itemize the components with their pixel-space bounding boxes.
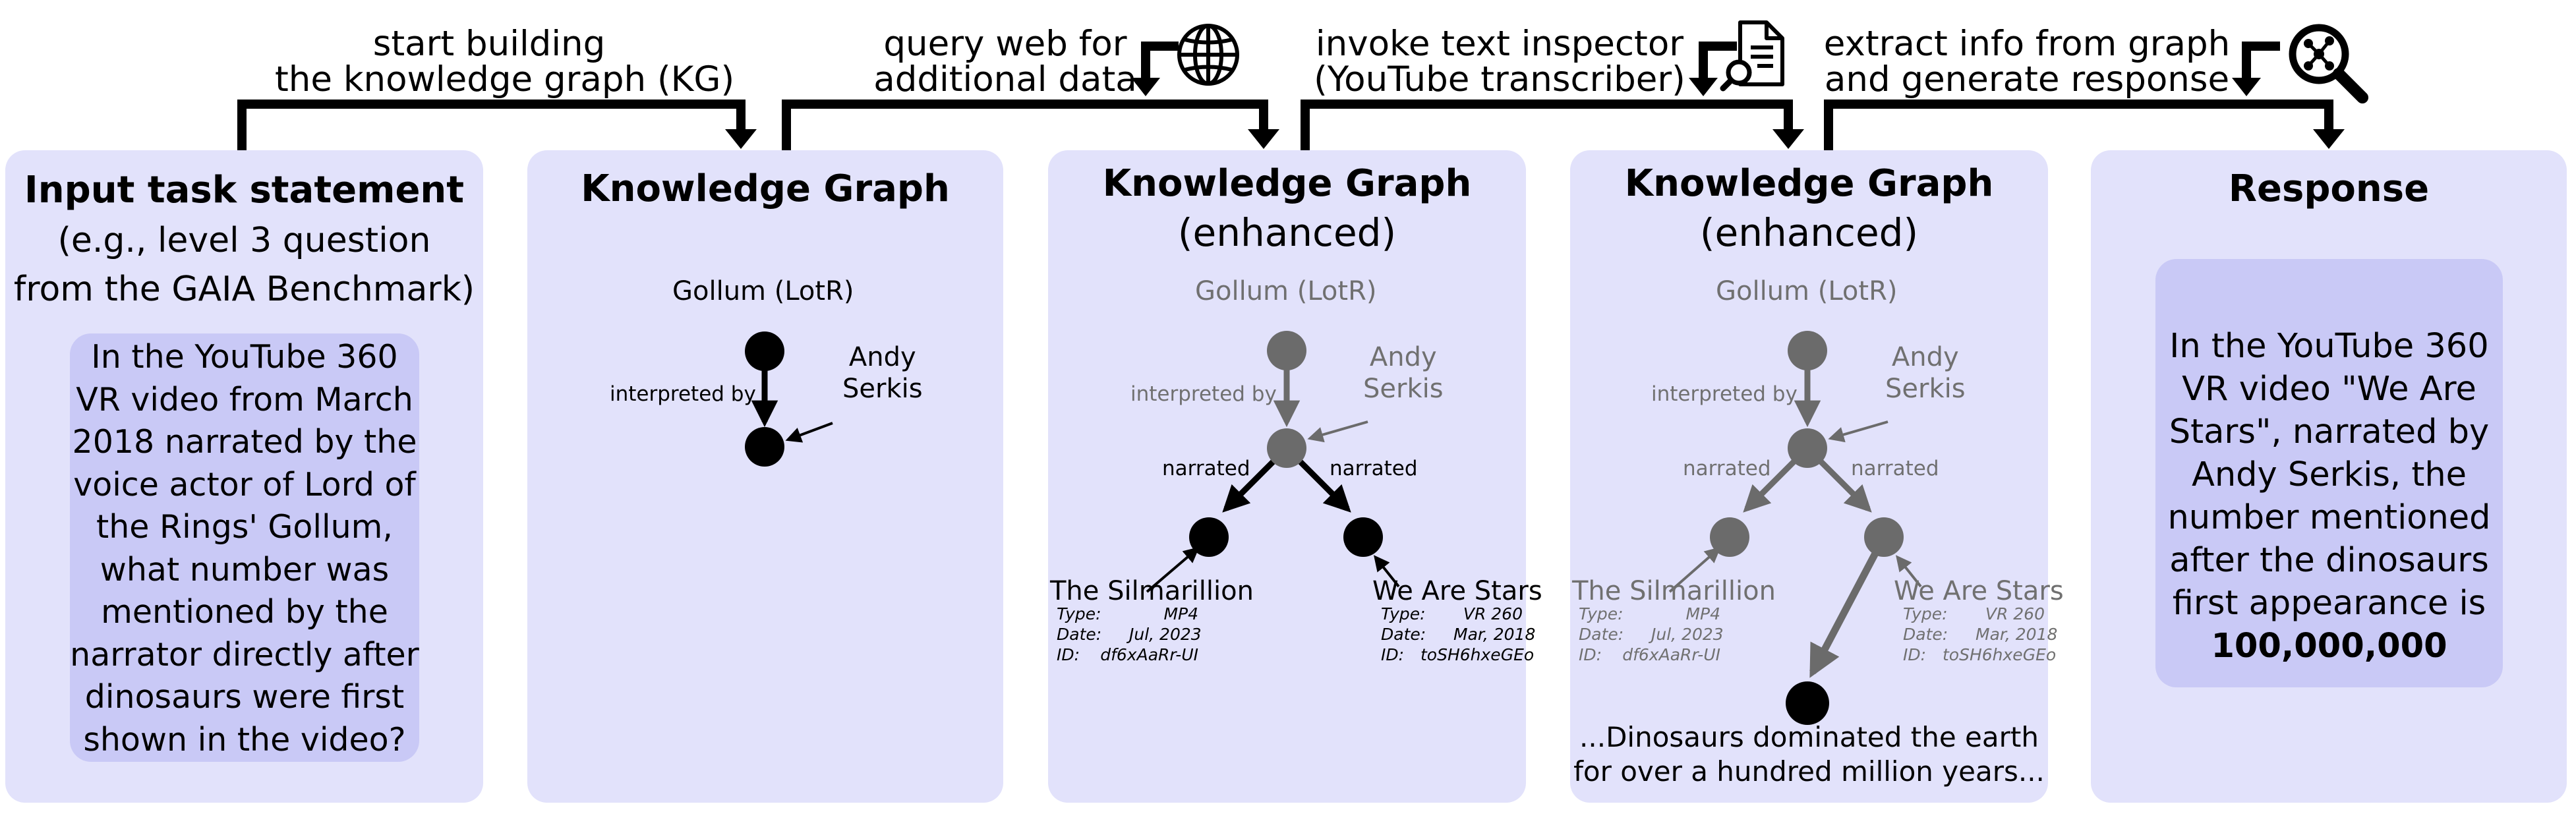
flow-arrows [237,42,2345,152]
icon-pointer-1 [1141,42,1179,79]
kg-enhanced-title: Knowledge Graph [1102,162,1472,205]
graph-search-icon [2289,24,2368,103]
input-panel-title: Input task statement [24,169,465,212]
kg3-node-gollum [1788,331,1827,370]
response-title: Response [2228,167,2430,210]
input-panel: Input task statement (e.g., level 3 ques… [5,150,483,803]
flow-arrow-1 [237,100,746,152]
kg2-stars-meta: Type:VR 260 Date:Mar, 2018 ID:toSH6hxeGE… [1381,604,1536,664]
kg-panel: Knowledge Graph [527,150,1003,803]
kg2-label-narrated-left: narrated [1162,457,1250,480]
kg-label-interpreted: interpreted by [610,382,756,406]
kg2-node-actor [1267,428,1306,468]
kg2-node-silmarillion [1189,517,1229,557]
kg3-label-gollum: Gollum (LotR) [1716,276,1898,306]
question-box: In the YouTube 360 VR video from March 2… [70,333,419,762]
kg3-node-transcript [1786,681,1829,725]
question-text: In the YouTube 360 VR video from March 2… [70,338,419,759]
flow-arrow-4 [1824,100,2333,152]
input-panel-subtitle: (e.g., level 3 question from the GAIA Be… [13,221,475,309]
kg2-label-stars: We Are Stars [1372,576,1542,606]
kg-panel-title: Knowledge Graph [581,167,950,210]
kg3-node-silmarillion [1710,517,1749,557]
kg2-label-narrated-right: narrated [1330,457,1418,480]
kg2-node-gollum [1267,331,1306,370]
kg-node-actor [745,427,784,467]
kg3-label-narrated-left: narrated [1683,457,1771,480]
kg3-node-stars [1864,517,1904,557]
step-3-label: invoke text inspector(YouTube transcribe… [1314,24,1685,100]
kg-transcript-subtitle: (enhanced) [1699,210,1919,255]
response-text: In the YouTube 360 VR video "We Are Star… [2155,325,2503,668]
kg-enhanced-subtitle: (enhanced) [1177,210,1397,255]
response-box: In the YouTube 360 VR video "We Are Star… [2155,259,2503,687]
kg-transcript-title: Knowledge Graph [1624,162,1994,205]
flow-arrow-2 [782,100,1268,152]
kg-node-gollum [745,331,784,371]
kg3-label-silmarillion: The Silmarillion [1572,576,1776,606]
kg-enhanced-panel: Knowledge Graph (enhanced) [1048,150,1526,803]
kg3-node-actor [1788,428,1827,468]
kg3-silmarillion-meta: Type:MP4 Date:Jul, 2023 ID:df6xAaRr-UI [1579,604,1724,664]
kg-label-gollum: Gollum (LotR) [672,276,854,306]
kg2-label-interpreted: interpreted by [1130,382,1277,406]
kg2-label-silmarillion: The Silmarillion [1050,576,1254,606]
response-answer: 100,000,000 [2211,627,2447,666]
kg3-stars-meta: Type:VR 260 Date:Mar, 2018 ID:toSH6hxeGE… [1903,604,2058,664]
kg2-node-stars [1343,517,1383,557]
icon-pointer-2 [1699,42,1737,79]
document-search-icon [1720,20,1784,92]
response-panel: Response In the YouTube 360 VR video "We… [2091,150,2567,803]
kg3-label-stars: We Are Stars [1894,576,2064,606]
kg2-silmarillion-meta: Type:MP4 Date:Jul, 2023 ID:df6xAaRr-UI [1057,604,1202,664]
kg2-label-gollum: Gollum (LotR) [1195,276,1377,306]
flow-arrow-3 [1301,100,1793,152]
kg3-transcript-text: ...Dinosaurs dominated the earth for ove… [1573,721,2045,788]
kg3-label-narrated-right: narrated [1851,457,1939,480]
icon-pointer-3 [2242,42,2280,79]
globe-icon [1177,24,1239,86]
kg3-label-interpreted: interpreted by [1651,382,1798,406]
